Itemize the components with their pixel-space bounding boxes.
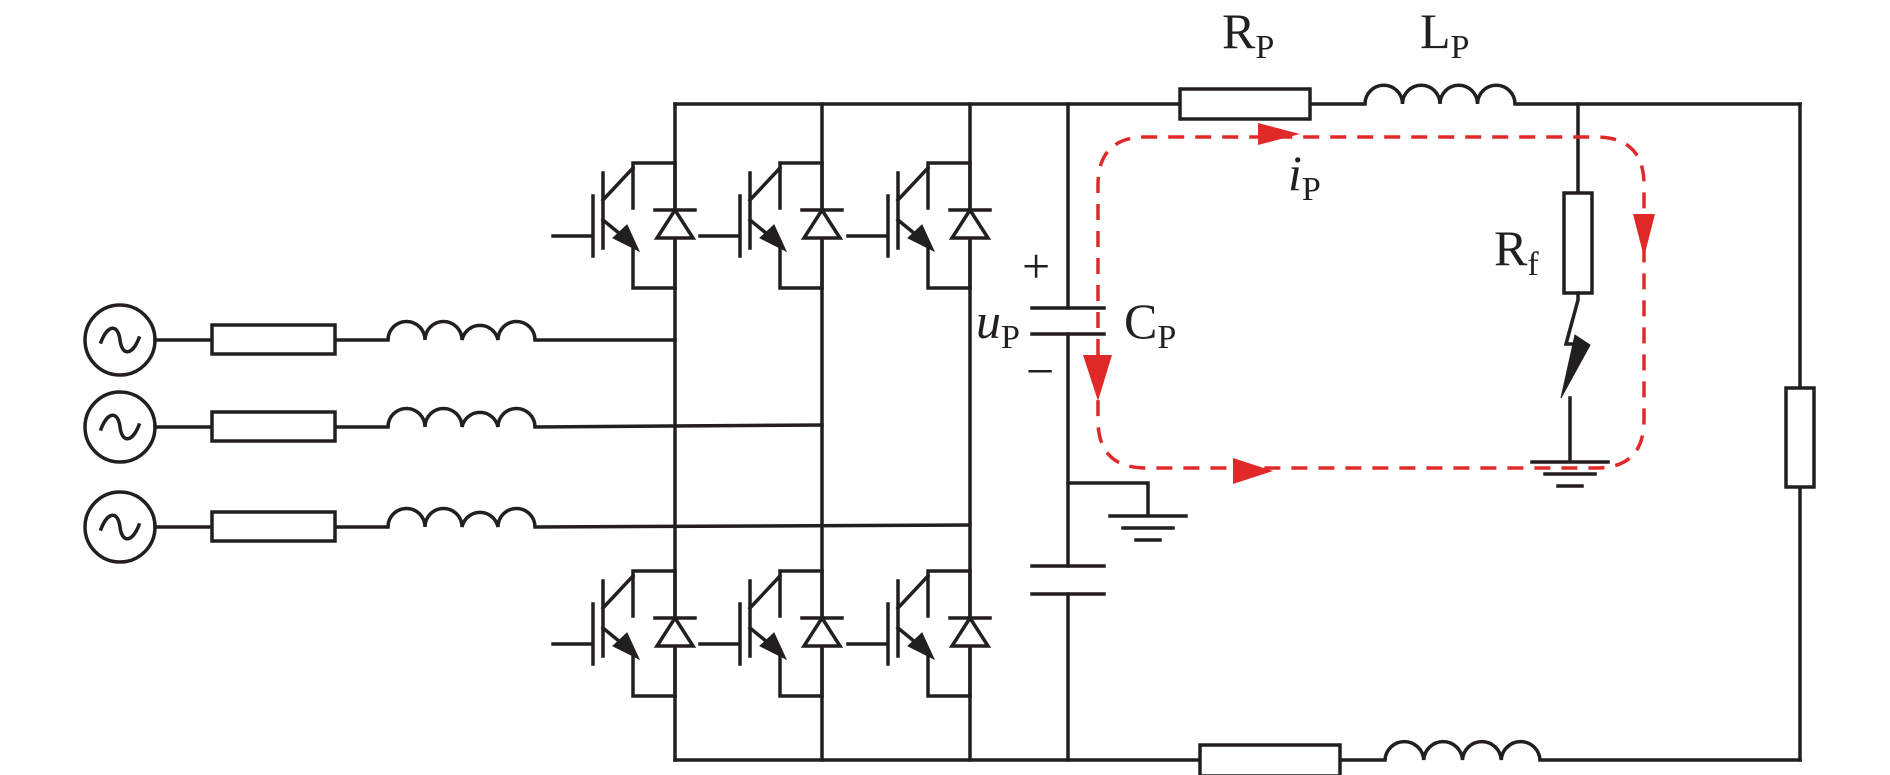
label-plus: + — [1022, 238, 1050, 294]
igbt-with-antiparallel-diode-icon — [551, 161, 697, 290]
label-rf: Rf — [1494, 220, 1539, 283]
igbt-with-antiparallel-diode-icon — [846, 569, 992, 698]
label-rp: RP — [1222, 3, 1274, 66]
label-minus: − — [1026, 343, 1054, 399]
ac-resistor-c — [210, 510, 337, 543]
resistor-bottom — [1198, 743, 1342, 775]
ac-source-a — [83, 303, 677, 377]
arrow-down-icon — [1083, 355, 1112, 401]
ac-inductor-a — [386, 319, 537, 341]
ac-source-b — [83, 390, 824, 464]
arrow-right-icon — [1258, 123, 1300, 145]
dc-capacitor-lower — [1030, 564, 1106, 596]
igbt-with-antiparallel-diode-icon — [698, 569, 844, 698]
fault-current-path — [1083, 123, 1655, 484]
ground-icon — [1530, 460, 1610, 488]
inductor-lp — [1363, 83, 1517, 105]
arrow-down-icon — [1633, 214, 1655, 257]
igbt-with-antiparallel-diode-icon — [698, 161, 844, 290]
upper-igbt-switches — [551, 161, 992, 290]
fault-branch — [1530, 102, 1610, 488]
resistor-rf — [1562, 191, 1594, 295]
igbt-with-antiparallel-diode-icon — [846, 161, 992, 290]
label-up: uP — [976, 293, 1020, 356]
ground-icon — [1108, 514, 1188, 542]
inductor-bottom — [1383, 739, 1542, 761]
load-resistor — [1784, 386, 1816, 489]
ac-sine-source-icon — [83, 303, 157, 377]
ac-resistor-a — [210, 323, 337, 356]
ac-source-c — [83, 490, 972, 564]
ac-inductor-c — [386, 506, 537, 528]
resistor-rp — [1178, 87, 1312, 121]
dc-bus-and-inverter-legs — [673, 102, 1802, 762]
label-ip: iP — [1288, 145, 1321, 208]
igbt-with-antiparallel-diode-icon — [551, 569, 697, 698]
lightning-fault-icon — [1560, 334, 1591, 399]
ac-sine-source-icon — [83, 490, 157, 564]
lower-igbt-switches — [551, 569, 992, 698]
ac-sine-source-icon — [83, 390, 157, 464]
arrow-right-icon — [1233, 458, 1273, 484]
label-lp: LP — [1420, 3, 1469, 66]
dc-capacitor-upper — [1030, 306, 1106, 336]
label-cp: CP — [1124, 293, 1176, 356]
ac-resistor-b — [210, 410, 337, 443]
ac-inductor-b — [386, 406, 537, 428]
